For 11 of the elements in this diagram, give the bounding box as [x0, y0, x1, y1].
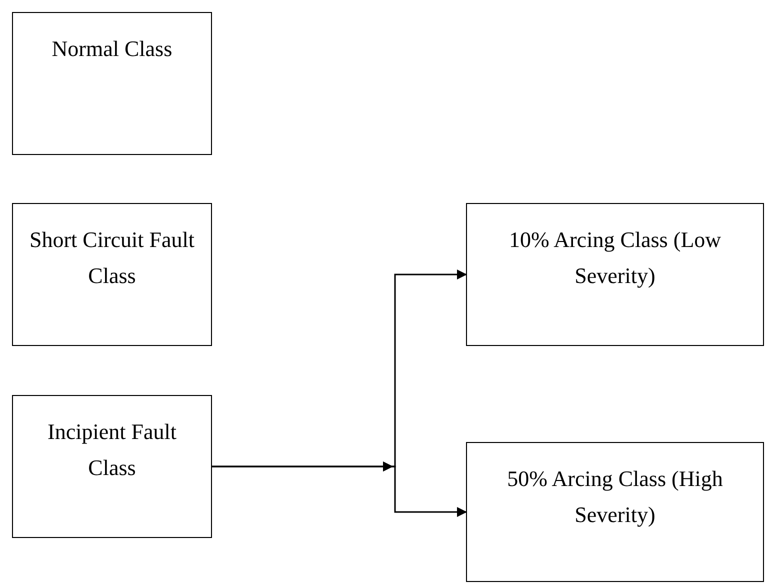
class-box: [12, 395, 212, 538]
class-box: [12, 12, 212, 155]
class-box: [466, 442, 764, 582]
branching-arrow: [212, 462, 467, 517]
class-label: Incipient Fault Class: [46, 418, 178, 482]
class-label: Normal Class: [52, 35, 172, 63]
class-label: Short Circuit Fault Class: [28, 226, 196, 290]
class-box: [466, 203, 764, 346]
class-box: [12, 203, 212, 346]
class-label: 10% Arcing Class (Low Severity): [508, 226, 722, 290]
class-label: 50% Arcing Class (High Severity): [506, 465, 724, 529]
